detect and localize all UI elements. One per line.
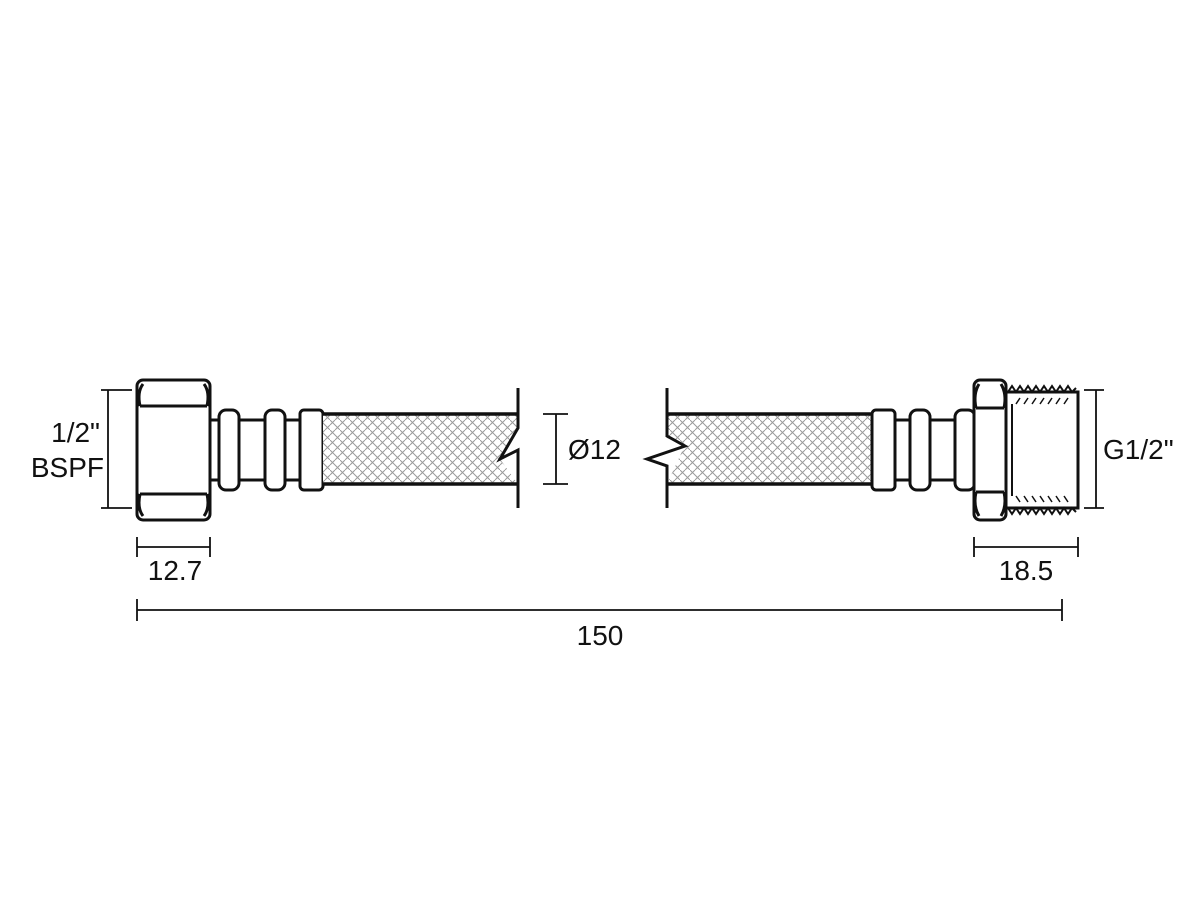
left-thread-label-1: 1/2": [51, 417, 100, 448]
right-ferrule-2: [953, 408, 977, 492]
left-spigot: [237, 418, 268, 482]
right-fitting: [870, 378, 1080, 522]
left-length-dimension: 12.7: [136, 537, 211, 586]
right-thread-label: G1/2": [1103, 434, 1174, 465]
right-spigot: [893, 418, 912, 482]
left-hose-segment: [323, 388, 520, 508]
left-hex-nut: [135, 378, 212, 522]
right-thread-dimension: G1/2": [1084, 389, 1174, 509]
right-length-label: 18.5: [999, 555, 1054, 586]
left-ferrule-1: [217, 408, 241, 492]
hose-diameter-dimension: Ø12: [543, 413, 621, 485]
right-hex: [972, 378, 1008, 522]
left-crimp-sleeve: [298, 408, 325, 492]
right-hose-segment: [642, 388, 872, 508]
right-length-dimension: 18.5: [973, 537, 1079, 586]
right-crimp-sleeve: [870, 408, 897, 492]
overall-length-dimension: 150: [136, 599, 1063, 651]
left-fitting: [135, 378, 325, 522]
left-spigot-2: [283, 418, 302, 482]
left-thread-dimension: 1/2" BSPF: [31, 389, 132, 509]
right-spigot-2: [928, 418, 957, 482]
right-ferrule-1: [908, 408, 932, 492]
left-length-label: 12.7: [148, 555, 203, 586]
left-ferrule-2: [263, 408, 287, 492]
right-break-line: [642, 388, 689, 508]
overall-length-label: 150: [577, 620, 624, 651]
hose-diameter-label: Ø12: [568, 434, 621, 465]
left-thread-label-2: BSPF: [31, 452, 104, 483]
right-thread-body: [1004, 390, 1080, 510]
left-break-line: [496, 388, 520, 508]
